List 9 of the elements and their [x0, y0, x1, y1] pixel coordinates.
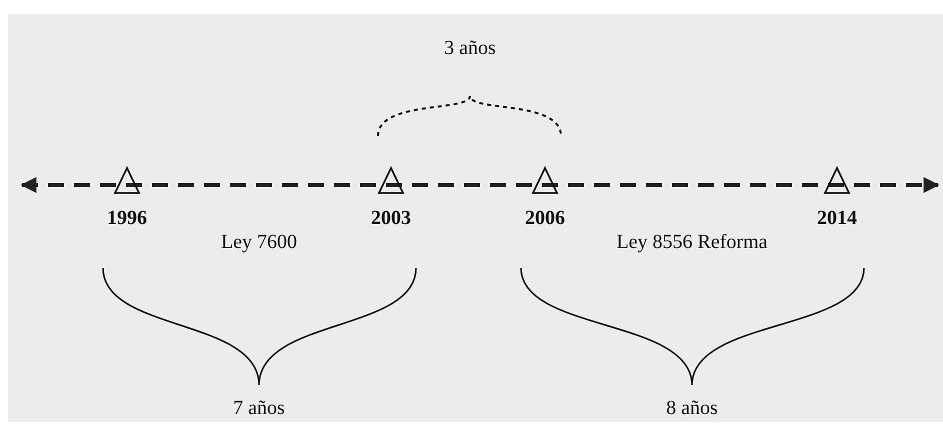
year-label: 2006	[525, 206, 565, 230]
law-label: Ley 8556 Reforma	[616, 230, 768, 254]
year-label: 1996	[107, 206, 147, 230]
duration-label: 7 años	[233, 396, 285, 420]
year-label: 2003	[371, 206, 411, 230]
duration-label: 3 años	[444, 36, 496, 60]
law-label: Ley 7600	[220, 230, 298, 254]
duration-label: 8 años	[666, 396, 718, 420]
year-label: 2014	[817, 206, 857, 230]
